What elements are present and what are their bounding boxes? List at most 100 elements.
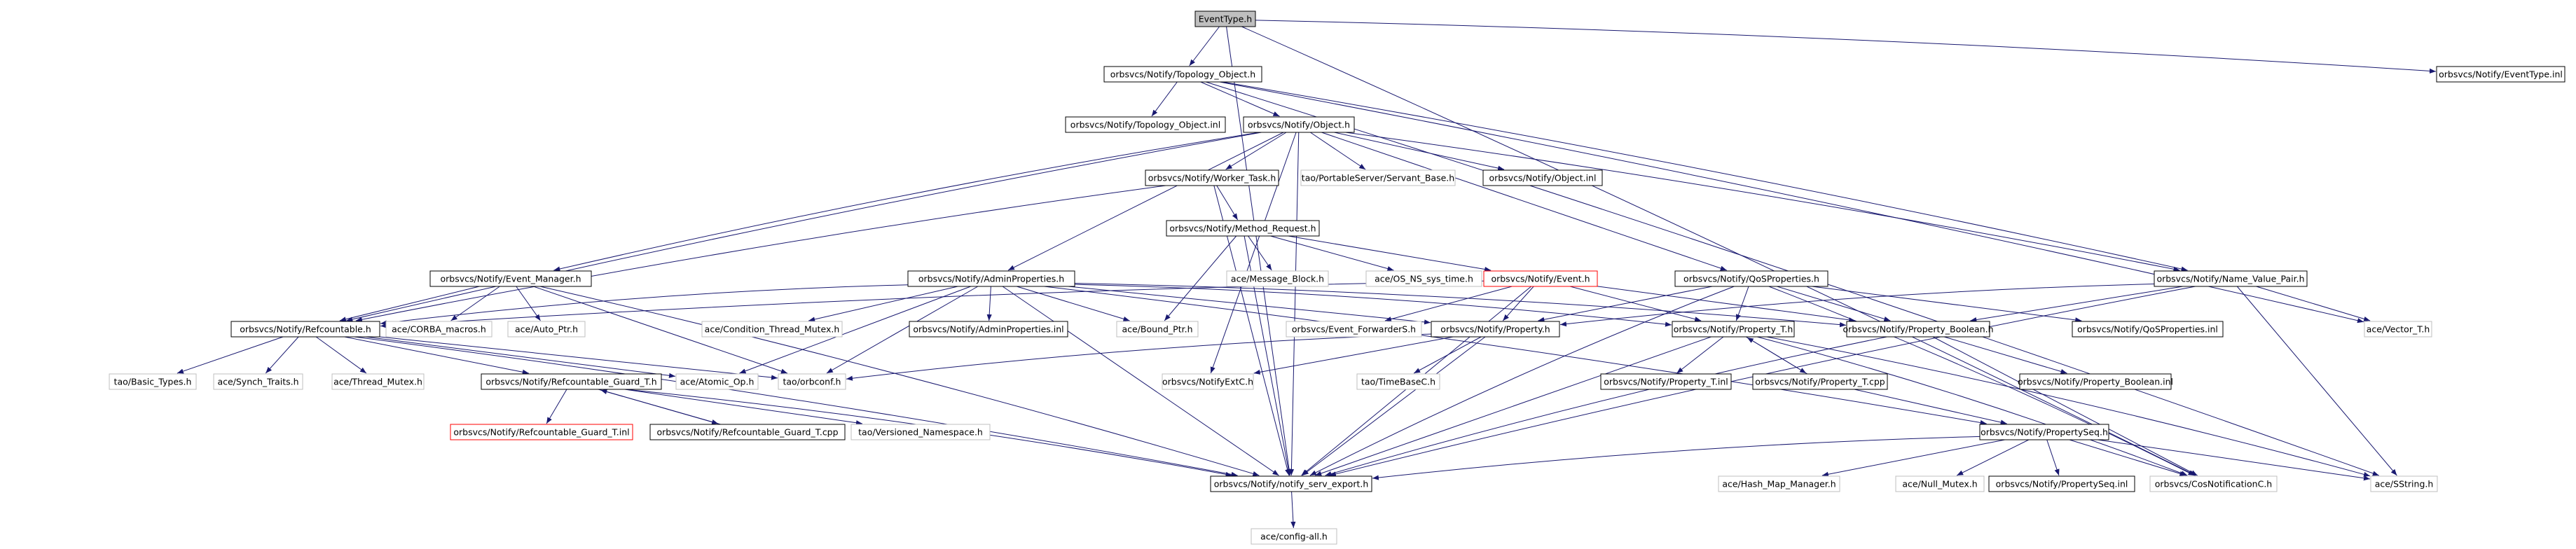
edge-orbsvcs-notify-propertyseq-h-to-orbsvcs-notify-propertyseq-inl [2046, 439, 2060, 476]
node-box [1431, 321, 1560, 338]
node-box [1482, 169, 1603, 186]
node-label: orbsvcs/Notify/Refcountable_Guard_T.inl [453, 427, 629, 438]
node-label: ace/Thread_Mutex.h [333, 377, 422, 387]
edge-orbsvcs-notify-object-h-to-tao-portableserver-servant-base-h [1310, 132, 1366, 170]
node-box [481, 373, 662, 390]
node-orbsvcs-notify-method-request-h[interactable]: orbsvcs/Notify/Method_Request.h [1166, 220, 1320, 237]
edge-orbsvcs-notify-name-value-pair-h-to-orbsvcs-notify-property-boolean-h [1970, 286, 2183, 323]
node-orbsvcs-notify-property-boolean-h[interactable]: orbsvcs/Notify/Property_Boolean.h [1843, 321, 1994, 338]
node-orbsvcs-notify-event-h[interactable]: orbsvcs/Notify/Event.h [1483, 270, 1598, 287]
edge-orbsvcs-notify-object-h-to-orbsvcs-notify-adminproperties-h [1007, 132, 1284, 271]
node-ace-corba-macros-h: ace/CORBA_macros.h [385, 321, 493, 338]
edge-orbsvcs-notify-adminproperties-h-to-ace-condition-thread-mutex-h [808, 286, 958, 322]
edge-orbsvcs-notify-event-h-to-orbsvcs-notify-property-boolean-h [1597, 286, 1856, 323]
edge-orbsvcs-notify-refcountable-h-to-orbsvcs-notify-refcountable-guard-t-h [344, 336, 529, 375]
edge-orbsvcs-notify-refcountable-h-to-tao-basic-types-h [177, 336, 284, 374]
edge-orbsvcs-notify-object-h-to-orbsvcs-notify-qosproperties-h [1321, 132, 1727, 271]
node-orbsvcs-notify-name-value-pair-h[interactable]: orbsvcs/Notify/Name_Value_Pair.h [2154, 270, 2308, 287]
edge-orbsvcs-notify-qosproperties-h-to-orbsvcs-notify-property-t-h [1735, 286, 1749, 321]
node-ace-null-mutex-h: ace/Null_Mutex.h [1895, 475, 1985, 492]
node-label: tao/Basic_Types.h [114, 377, 192, 387]
node-label: ace/Atomic_Op.h [680, 377, 755, 387]
node-orbsvcs-notify-worker-task-h[interactable]: orbsvcs/Notify/Worker_Task.h [1145, 169, 1279, 186]
node-orbsvcs-notify-refcountable-guard-t-h[interactable]: orbsvcs/Notify/Refcountable_Guard_T.h [481, 373, 662, 390]
node-ace-condition-thread-mutex-h: ace/Condition_Thread_Mutex.h [701, 321, 843, 338]
edge-orbsvcs-notify-topology-object-h-to-orbsvcs-notify-topology-object-inl [1151, 81, 1178, 117]
edge-orbsvcs-notify-refcountable-h-to-tao-orbconf-h [379, 336, 778, 380]
node-ace-config-all-h: ace/config-all.h [1251, 528, 1337, 545]
node-ace-synch-traits-h: ace/Synch_Traits.h [213, 373, 303, 390]
node-orbsvcs-notify-property-t-inl[interactable]: orbsvcs/Notify/Property_T.inl [1600, 373, 1732, 390]
node-box [2436, 66, 2565, 83]
edge-orbsvcs-notify-method-request-h-to-orbsvcs-notify-event-h [1288, 235, 1492, 272]
node-label: orbsvcs/Notify/notify_serv_export.h [1214, 479, 1369, 489]
node-orbsvcs-notify-refcountable-h[interactable]: orbsvcs/Notify/Refcountable.h [230, 321, 380, 338]
node-orbsvcs-notify-topology-object-h[interactable]: orbsvcs/Notify/Topology_Object.h [1103, 66, 1262, 83]
edge-orbsvcs-notify-property-h-to-tao-orbconf-h [846, 333, 1432, 381]
edge-orbsvcs-notify-property-h-to-tao-timebasec-h [1413, 336, 1482, 374]
node-box [1300, 169, 1456, 186]
node-orbsvcs-cosnotificationc-h: orbsvcs/CosNotificationC.h [2149, 475, 2278, 492]
node-box [850, 424, 991, 440]
node-orbsvcs-notify-object-h[interactable]: orbsvcs/Notify/Object.h [1243, 116, 1355, 133]
node-orbsvcs-notify-property-t-h[interactable]: orbsvcs/Notify/Property_T.h [1672, 321, 1795, 338]
node-box [778, 373, 846, 390]
node-orbsvcs-notify-refcountable-guard-t-cpp[interactable]: orbsvcs/Notify/Refcountable_Guard_T.cpp [649, 424, 846, 440]
edge-orbsvcs-notify-object-h-to-orbsvcs-notify-refcountable-h [346, 132, 1262, 322]
node-orbsvcs-notify-topology-object-inl[interactable]: orbsvcs/Notify/Topology_Object.inl [1065, 116, 1226, 133]
node-orbsvcs-notify-property-boolean-inl[interactable]: orbsvcs/Notify/Property_Boolean.inl [2018, 373, 2173, 390]
edge-orbsvcs-notify-name-value-pair-h-to-ace-sstring-h [2236, 286, 2397, 476]
edge-eventtype-h-to-orbsvcs-cosnotificationc-h [1241, 26, 2196, 476]
edge-orbsvcs-notify-property-boolean-h-to-orbsvcs-notify-property-boolean-inl [1943, 336, 2067, 374]
node-eventtype-h[interactable]: EventType.h [1194, 11, 1256, 27]
node-layer: EventType.h orbsvcs/Notify/Topology_Objec… [109, 11, 2565, 545]
node-orbsvcs-notifyextc-h: orbsvcs/NotifyExtC.h [1162, 373, 1254, 390]
node-orbsvcs-notify-qosproperties-inl[interactable]: orbsvcs/Notify/QoSProperties.inl [2072, 321, 2224, 338]
node-label: orbsvcs/Notify/Topology_Object.inl [1070, 120, 1220, 130]
node-label: orbsvcs/Notify/Property_Boolean.h [1843, 324, 1993, 335]
node-label: orbsvcs/Notify/AdminProperties.inl [913, 324, 1063, 335]
edge-orbsvcs-notify-property-t-h-to-orbsvcs-notify-notify-serv-export-h [1315, 336, 1711, 476]
node-orbsvcs-notify-notify-serv-export-h[interactable]: orbsvcs/Notify/notify_serv_export.h [1210, 475, 1372, 492]
node-box [1210, 475, 1372, 492]
edge-orbsvcs-notify-method-request-h-to-orbsvcs-notify-notify-serv-export-h [1244, 235, 1291, 476]
node-label: ace/Null_Mutex.h [1902, 479, 1977, 489]
node-ace-vector-t-h: ace/Vector_T.h [2364, 321, 2432, 338]
node-orbsvcs-notify-adminproperties-inl[interactable]: orbsvcs/Notify/AdminProperties.inl [909, 321, 1068, 338]
edge-orbsvcs-notify-refcountable-h-to-orbsvcs-notify-notify-serv-export-h [354, 336, 1238, 477]
node-label: orbsvcs/Event_ForwarderS.h [1292, 324, 1416, 335]
node-orbsvcs-notify-eventtype-inl[interactable]: orbsvcs/Notify/EventType.inl [2436, 66, 2565, 83]
node-box [1979, 424, 2109, 440]
node-orbsvcs-notify-propertyseq-h[interactable]: orbsvcs/Notify/PropertySeq.h [1979, 424, 2109, 440]
node-orbsvcs-notify-property-t-cpp[interactable]: orbsvcs/Notify/Property_T.cpp [1752, 373, 1888, 390]
edge-orbsvcs-notify-name-value-pair-h-to-ace-vector-t-h [2256, 286, 2371, 321]
node-label: orbsvcs/Notify/Method_Request.h [1169, 223, 1316, 234]
node-orbsvcs-notify-refcountable-guard-t-inl[interactable]: orbsvcs/Notify/Refcountable_Guard_T.inl [450, 424, 633, 440]
node-label: EventType.h [1199, 14, 1252, 25]
edge-orbsvcs-notify-property-t-cpp-to-orbsvcs-notify-propertyseq-h [1854, 389, 2007, 425]
node-orbsvcs-notify-event-manager-h[interactable]: orbsvcs/Notify/Event_Manager.h [429, 270, 592, 287]
node-orbsvcs-notify-object-inl[interactable]: orbsvcs/Notify/Object.inl [1482, 169, 1603, 186]
node-box [1194, 11, 1256, 27]
edge-orbsvcs-notify-event-manager-h-to-ace-corba-macros-h [450, 286, 500, 321]
node-orbsvcs-notify-adminproperties-h[interactable]: orbsvcs/Notify/AdminProperties.h [907, 270, 1075, 287]
edge-orbsvcs-notify-adminproperties-h-to-orbsvcs-notify-property-boolean-h [1074, 282, 1847, 328]
node-box [909, 321, 1068, 338]
edge-orbsvcs-notify-propertyseq-h-to-ace-null-mutex-h [1956, 439, 2030, 476]
node-label: orbsvcs/Notify/PropertySeq.inl [1996, 479, 2128, 489]
node-orbsvcs-notify-property-h[interactable]: orbsvcs/Notify/Property.h [1431, 321, 1560, 338]
node-orbsvcs-notify-qosproperties-h[interactable]: orbsvcs/Notify/QoSProperties.h [1674, 270, 1828, 287]
node-label: orbsvcs/NotifyExtC.h [1162, 377, 1253, 387]
node-box [1846, 321, 1990, 338]
edge-orbsvcs-notify-qosproperties-h-to-orbsvcs-notify-notify-serv-export-h [1309, 286, 1735, 476]
node-label: tao/PortableServer/Servant_Base.h [1302, 173, 1454, 183]
node-ace-auto-ptr-h: ace/Auto_Ptr.h [507, 321, 586, 338]
node-orbsvcs-notify-propertyseq-inl[interactable]: orbsvcs/Notify/PropertySeq.inl [1988, 475, 2135, 492]
edge-orbsvcs-notify-qosproperties-h-to-orbsvcs-cosnotificationc-h [1768, 286, 2195, 476]
edge-orbsvcs-notify-object-h-to-orbsvcs-notifyextc-h [1210, 132, 1297, 374]
node-label: orbsvcs/Notify/Object.inl [1489, 173, 1597, 183]
node-label: ace/Message_Block.h [1231, 274, 1324, 284]
node-label: ace/Condition_Thread_Mutex.h [705, 324, 840, 335]
node-label: tao/TimeBaseC.h [1361, 377, 1435, 387]
edge-orbsvcs-notify-notify-serv-export-h-to-ace-config-all-h [1290, 491, 1296, 529]
